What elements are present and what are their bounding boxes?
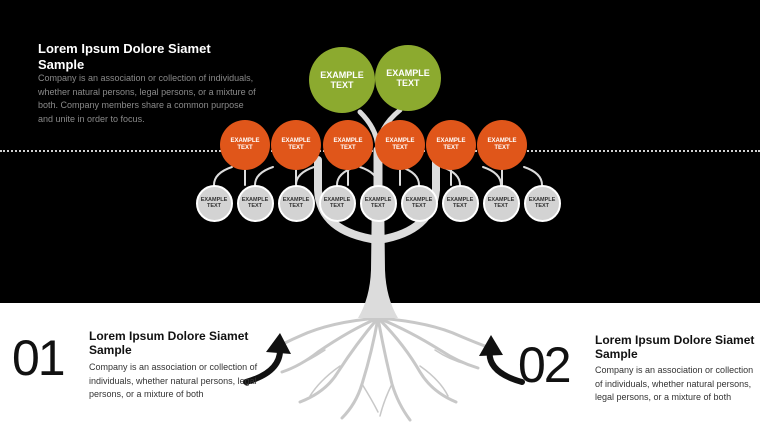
green-node-1: EXAMPLE TEXT (375, 45, 441, 111)
root-9 (419, 365, 449, 397)
arrow-right-icon (479, 335, 525, 385)
twig-gray-0 (213, 166, 233, 186)
left-description: Company is an association or collection … (89, 362, 258, 400)
step-number-01: 01 (12, 330, 66, 386)
step-number-02: 02 (518, 337, 572, 393)
orange-node-3: EXAMPLE TEXT (375, 120, 425, 170)
twig-gray-4 (359, 166, 379, 186)
orange-node-0: EXAMPLE TEXT (220, 120, 270, 170)
root-1 (298, 316, 380, 404)
orange-node-1-label: EXAMPLE TEXT (281, 138, 311, 151)
gray-node-4-label: EXAMPLE TEXT (364, 196, 392, 209)
twig-gray-2 (295, 166, 315, 186)
gray-node-3: EXAMPLE TEXT (318, 184, 356, 222)
root-11 (434, 349, 467, 365)
top-description: Company is an association or collection … (38, 73, 256, 125)
orange-node-2-label: EXAMPLE TEXT (333, 138, 363, 151)
orange-node-0-label: EXAMPLE TEXT (230, 138, 260, 151)
green-node-0-label: EXAMPLE TEXT (320, 69, 364, 90)
tree-trunk (358, 190, 398, 318)
gray-node-1: EXAMPLE TEXT (236, 184, 274, 222)
arrow-left-icon (243, 333, 291, 385)
top-heading: Lorem Ipsum Dolore Siamet Sample (38, 41, 211, 72)
orange-node-5: EXAMPLE TEXT (477, 120, 527, 170)
root-13 (379, 383, 393, 417)
gray-node-3-label: EXAMPLE TEXT (323, 196, 351, 209)
green-node-0: EXAMPLE TEXT (309, 47, 375, 113)
root-8 (309, 365, 341, 397)
root-12 (361, 383, 379, 413)
gray-node-7-label: EXAMPLE TEXT (487, 196, 515, 209)
gray-node-6-label: EXAMPLE TEXT (446, 196, 474, 209)
root-4 (376, 316, 458, 404)
root-7 (376, 316, 492, 350)
gray-node-0: EXAMPLE TEXT (195, 184, 233, 222)
gray-node-2-label: EXAMPLE TEXT (282, 196, 310, 209)
green-node-1-label: EXAMPLE TEXT (386, 67, 430, 88)
twig-gray-8 (523, 166, 543, 186)
gray-node-6: EXAMPLE TEXT (441, 184, 479, 222)
gray-node-2: EXAMPLE TEXT (277, 184, 315, 222)
orange-node-1: EXAMPLE TEXT (271, 120, 321, 170)
gray-node-8: EXAMPLE TEXT (523, 184, 561, 222)
orange-node-3-label: EXAMPLE TEXT (385, 138, 415, 151)
gray-node-8-label: EXAMPLE TEXT (528, 196, 556, 209)
twig-gray-1 (254, 166, 274, 186)
root-10 (295, 349, 326, 367)
orange-node-4-label: EXAMPLE TEXT (436, 138, 466, 151)
left-heading: Lorem Ipsum Dolore Siamet Sample (89, 329, 249, 358)
right-heading: Lorem Ipsum Dolore Siamet Sample (595, 333, 755, 362)
root-6 (270, 316, 380, 352)
gray-node-4: EXAMPLE TEXT (359, 184, 397, 222)
orange-node-5-label: EXAMPLE TEXT (487, 138, 517, 151)
twig-gray-7 (482, 166, 502, 186)
gray-node-1-label: EXAMPLE TEXT (241, 196, 269, 209)
orange-node-4: EXAMPLE TEXT (426, 120, 476, 170)
gray-node-7: EXAMPLE TEXT (482, 184, 520, 222)
gray-node-5: EXAMPLE TEXT (400, 184, 438, 222)
orange-node-2: EXAMPLE TEXT (323, 120, 373, 170)
right-description: Company is an association or collection … (595, 365, 754, 403)
tree-roots (270, 316, 492, 422)
root-0 (280, 316, 380, 374)
gray-node-5-label: EXAMPLE TEXT (405, 196, 433, 209)
gray-node-0-label: EXAMPLE TEXT (200, 196, 228, 209)
